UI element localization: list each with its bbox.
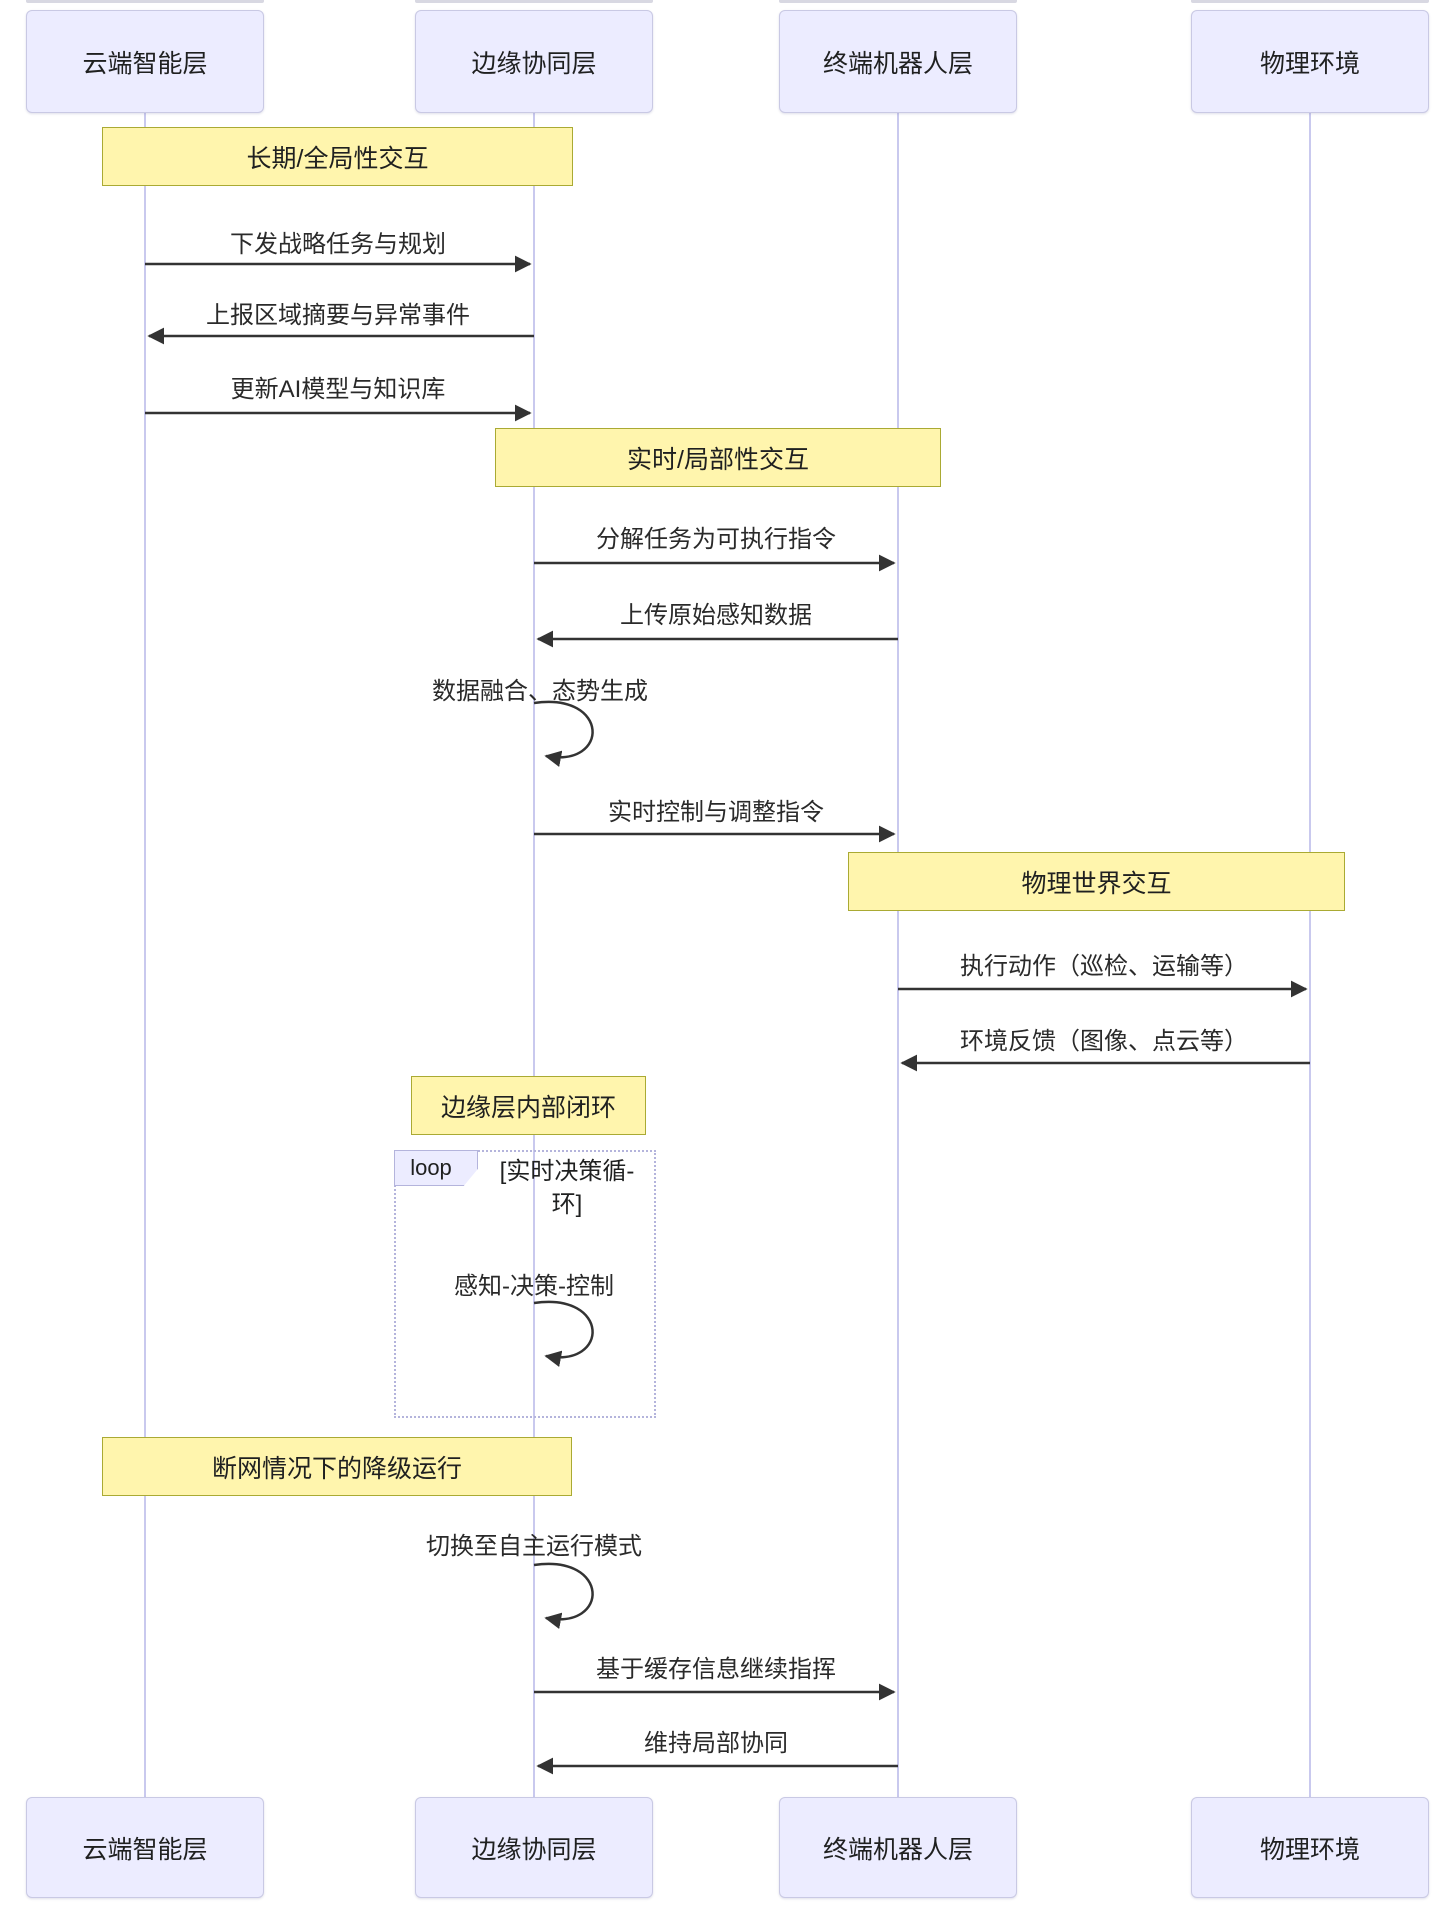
loop-keyword: loop bbox=[410, 1155, 452, 1180]
message-label-10: 感知-决策-控制 bbox=[454, 1273, 614, 1300]
loop-condition: [实时决策循- 环] bbox=[499, 1158, 635, 1218]
note-label: 边缘层内部闭环 bbox=[440, 1093, 616, 1122]
participant-label: 终端机器人层 bbox=[822, 1835, 973, 1864]
note-label: 物理世界交互 bbox=[1021, 869, 1172, 898]
cropped-box-edge bbox=[26, 0, 264, 3]
message-label-4: 分解任务为可执行指令 bbox=[596, 526, 836, 553]
message-label-13: 维持局部协同 bbox=[644, 1730, 788, 1757]
participant-bottom-cloud: 云端智能层 bbox=[26, 1797, 264, 1898]
participant-label: 云端智能层 bbox=[82, 1835, 208, 1864]
message-label-11: 切换至自主运行模式 bbox=[426, 1533, 642, 1560]
message-label-9: 环境反馈（图像、点云等） bbox=[960, 1028, 1248, 1055]
note-label: 断网情况下的降级运行 bbox=[211, 1454, 462, 1483]
cropped-box-edge bbox=[1191, 0, 1429, 3]
cropped-box-edge bbox=[779, 0, 1017, 3]
participant-bottom-env: 物理环境 bbox=[1191, 1797, 1429, 1898]
message-label-2: 上报区域摘要与异常事件 bbox=[206, 302, 470, 329]
note-offline-degraded: 断网情况下的降级运行 bbox=[102, 1437, 572, 1496]
message-label-5: 上传原始感知数据 bbox=[620, 602, 812, 629]
note-realtime-local: 实时/局部性交互 bbox=[495, 428, 941, 487]
participant-label: 边缘协同层 bbox=[471, 1835, 597, 1864]
self-loop-arrow-sense-decide-control bbox=[533, 1300, 594, 1367]
participant-label: 物理环境 bbox=[1259, 49, 1360, 78]
note-label: 实时/局部性交互 bbox=[627, 445, 809, 474]
participant-label: 边缘协同层 bbox=[471, 49, 597, 78]
note-physical-world: 物理世界交互 bbox=[848, 852, 1345, 911]
participant-top-robot: 终端机器人层 bbox=[779, 10, 1017, 113]
note-label: 长期/全局性交互 bbox=[246, 144, 429, 173]
participant-label: 云端智能层 bbox=[82, 49, 208, 78]
message-label-12: 基于缓存信息继续指挥 bbox=[596, 1656, 836, 1683]
loop-keyword-tab: loop bbox=[394, 1150, 478, 1186]
message-label-7: 实时控制与调整指令 bbox=[608, 799, 824, 826]
participant-top-env: 物理环境 bbox=[1191, 10, 1429, 113]
cropped-box-edge bbox=[415, 0, 653, 3]
participant-top-cloud: 云端智能层 bbox=[26, 10, 264, 113]
participant-label: 物理环境 bbox=[1259, 1835, 1360, 1864]
note-long-term-global: 长期/全局性交互 bbox=[102, 127, 573, 186]
participant-top-edge: 边缘协同层 bbox=[415, 10, 653, 113]
self-loop-arrow-data-fusion bbox=[533, 700, 594, 767]
message-label-1: 下发战略任务与规划 bbox=[230, 231, 446, 258]
message-label-3: 更新AI模型与知识库 bbox=[230, 376, 446, 403]
message-label-8: 执行动作（巡检、运输等） bbox=[960, 953, 1248, 980]
participant-label: 终端机器人层 bbox=[822, 49, 973, 78]
message-label-6: 数据融合、态势生成 bbox=[432, 678, 648, 705]
participant-bottom-edge: 边缘协同层 bbox=[415, 1797, 653, 1898]
participant-bottom-robot: 终端机器人层 bbox=[779, 1797, 1017, 1898]
loop-frame bbox=[394, 1150, 656, 1418]
note-edge-internal-loop: 边缘层内部闭环 bbox=[411, 1076, 646, 1135]
self-loop-arrow-autonomous-mode bbox=[533, 1562, 594, 1629]
